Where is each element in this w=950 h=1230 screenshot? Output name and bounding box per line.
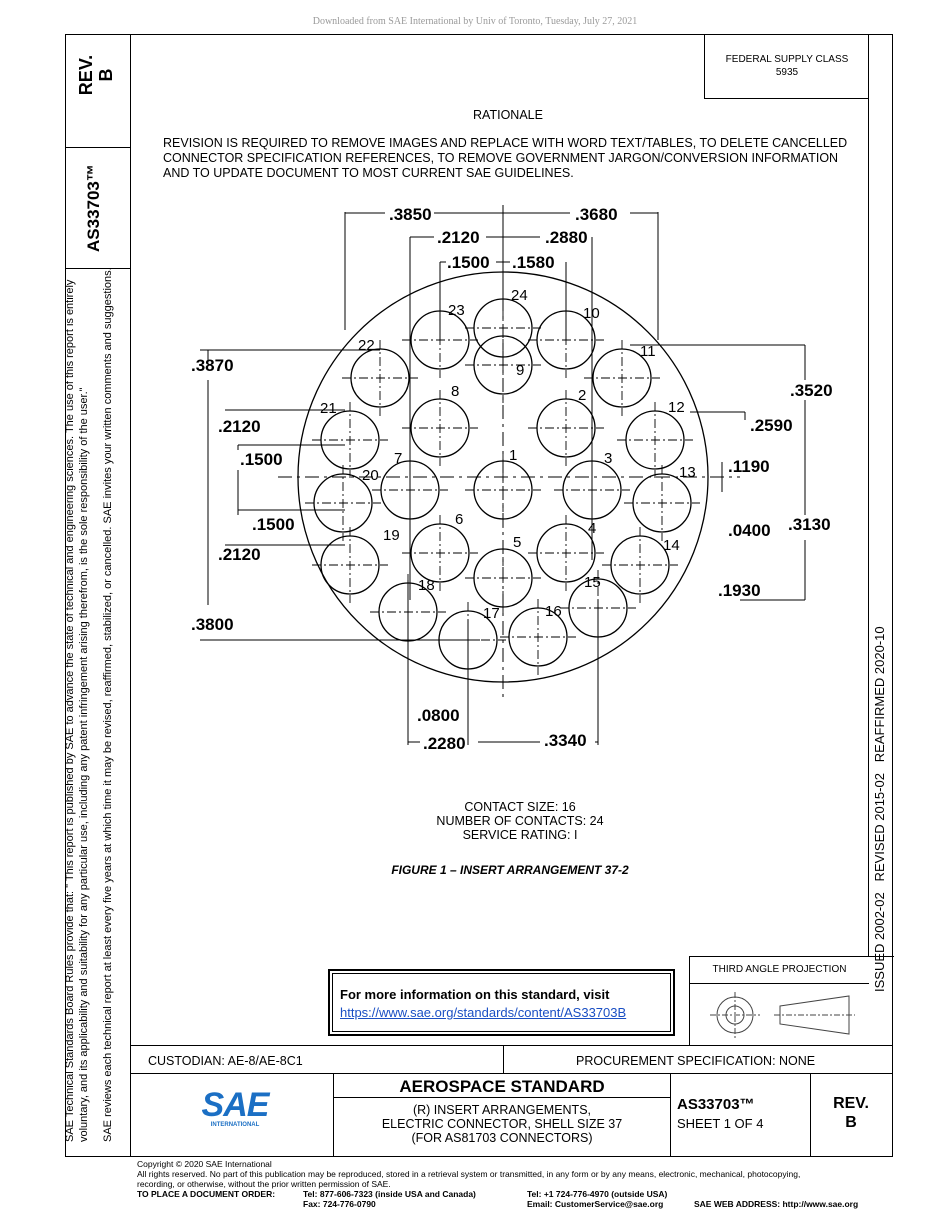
download-note: Downloaded from SAE International by Uni… (312, 16, 638, 27)
frame-inner-right (868, 34, 869, 956)
projection-box: THIRD ANGLE PROJECTION (689, 956, 894, 1046)
dim-right-6: .1930 (718, 581, 761, 600)
contact-number-24: 24 (511, 287, 528, 304)
dim-bottom-3: .3340 (544, 731, 587, 750)
federal-supply-box: FEDERAL SUPPLY CLASS 5935 (704, 34, 869, 99)
frame-bottom (65, 1156, 893, 1157)
projection-symbol-icon (710, 992, 855, 1038)
dim-top-3: .2120 (437, 228, 480, 247)
contact-number-20: 20 (362, 467, 379, 484)
sae-logo: SAE INTERNATIONAL (201, 1086, 270, 1128)
contact-number-15: 15 (584, 574, 601, 591)
dim-bottom-2: .2280 (423, 734, 466, 753)
frame-inner-left (130, 34, 131, 1156)
projection-label: THIRD ANGLE PROJECTION (690, 957, 869, 984)
dim-left-5: .2120 (218, 545, 261, 564)
contact-number-3: 3 (604, 450, 612, 467)
dim-top-1: .3850 (389, 205, 432, 224)
contact-number-9: 9 (516, 362, 524, 379)
dim-right-5: .3130 (788, 515, 831, 534)
rationale-heading: RATIONALE (473, 108, 543, 122)
contact-number-1: 1 (509, 447, 517, 464)
order-contacts-intl: Tel: +1 724-776-4970 (outside USA) Email… (527, 1189, 668, 1209)
contact-number-12: 12 (668, 399, 685, 416)
contact-number-13: 13 (679, 464, 696, 481)
order-label: TO PLACE A DOCUMENT ORDER: (137, 1189, 276, 1199)
dim-right-1: .3520 (790, 381, 833, 400)
frame-top (65, 34, 893, 35)
contact-number-16: 16 (545, 603, 562, 620)
frame-right (892, 34, 893, 1156)
contact-number-14: 14 (663, 537, 680, 554)
dim-left-6: .3800 (191, 615, 234, 634)
dim-top-6: .1580 (512, 253, 555, 272)
figure-title: FIGURE 1 – INSERT ARRANGEMENT 37-2 (391, 863, 629, 877)
info-box: For more information on this standard, v… (328, 969, 675, 1036)
dim-left-1: .3870 (191, 356, 234, 375)
standard-type: AEROSPACE STANDARD (399, 1077, 605, 1096)
standard-link[interactable]: https://www.sae.org/standards/content/AS… (340, 1005, 627, 1020)
dim-top-5: .1500 (447, 253, 490, 272)
contact-number-7: 7 (394, 450, 402, 467)
dim-top-2: .3680 (575, 205, 618, 224)
contact-number-11: 11 (640, 343, 656, 360)
rationale-text: REVISION IS REQUIRED TO REMOVE IMAGES AN… (163, 136, 848, 180)
sheet-number: SHEET 1 OF 4 (677, 1116, 764, 1131)
contact-number-6: 6 (455, 511, 463, 528)
figure-caption: CONTACT SIZE: 16 NUMBER OF CONTACTS: 24 … (436, 800, 604, 842)
dim-right-2: .2590 (750, 416, 793, 435)
title-rev: REV. B (833, 1095, 869, 1131)
dim-left-3: .1500 (240, 450, 283, 469)
custodian: CUSTODIAN: AE-8/AE-8C1 (148, 1054, 303, 1068)
dim-left-2: .2120 (218, 417, 261, 436)
procurement-spec: PROCUREMENT SPECIFICATION: NONE (576, 1054, 816, 1068)
footer: Copyright © 2020 SAE International All r… (137, 1159, 801, 1189)
dim-top-4: .2880 (545, 228, 588, 247)
contact-number-21: 21 (320, 400, 337, 417)
contact-number-22: 22 (358, 337, 375, 354)
dim-right-4: .0400 (728, 521, 771, 540)
contact-number-23: 23 (448, 302, 465, 319)
standard-description: (R) INSERT ARRANGEMENTS, ELECTRIC CONNEC… (381, 1103, 623, 1145)
dim-bottom-1: .0800 (417, 706, 460, 725)
info-heading: For more information on this standard, v… (340, 987, 610, 1002)
dim-left-4: .1500 (252, 515, 295, 534)
contact-number-17: 17 (483, 605, 500, 622)
sae-web-address: SAE WEB ADDRESS: http://www.sae.org (694, 1199, 859, 1209)
order-contacts-usa: Tel: 877-606-7323 (inside USA and Canada… (303, 1189, 476, 1209)
contact-number-8: 8 (451, 383, 459, 400)
frame-left (65, 34, 66, 1156)
contact-number-5: 5 (513, 534, 521, 551)
contact-number-2: 2 (578, 387, 586, 404)
title-doc-id: AS33703™ (677, 1096, 755, 1113)
contact-number-18: 18 (418, 577, 435, 594)
contact-number-19: 19 (383, 527, 400, 544)
contact-number-10: 10 (583, 305, 600, 322)
dim-right-3: .1190 (728, 457, 770, 476)
